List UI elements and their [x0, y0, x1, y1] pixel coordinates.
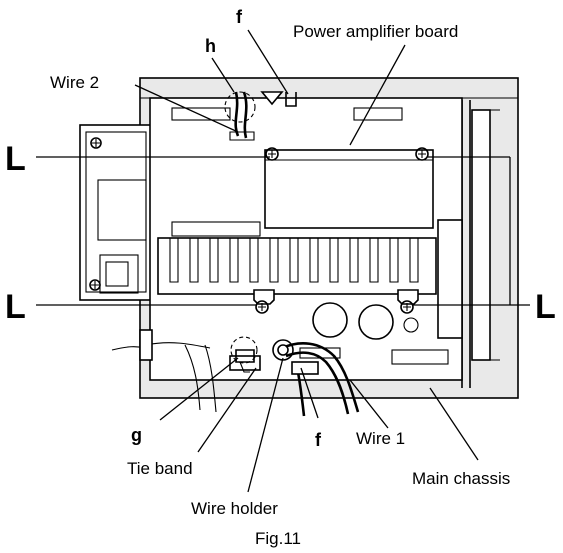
label-wire-holder: Wire holder [191, 499, 278, 518]
label-screw-L-lower-right: L [535, 288, 556, 326]
bracket-screw-icon [89, 279, 101, 291]
label-marker-h: h [205, 36, 216, 56]
figure-caption: Fig.11 [255, 529, 301, 548]
wire-holder [272, 339, 294, 361]
label-wire-1: Wire 1 [356, 429, 405, 448]
screw-L-top-left [265, 147, 279, 161]
label-marker-g: g [131, 425, 142, 445]
screw-L-top-right [415, 147, 429, 161]
label-screw-L-lower-left: L [5, 288, 26, 326]
hook-h-highlight [224, 91, 256, 123]
label-wire-2: Wire 2 [50, 73, 99, 92]
bracket-screw-icon [90, 137, 102, 149]
hook-g-highlight [230, 336, 258, 364]
heat-sink [157, 237, 437, 295]
hook-f-top [260, 91, 297, 107]
label-marker-f-top: f [236, 7, 243, 27]
label-screw-L-upper-left: L [5, 140, 26, 178]
wire-2 [229, 91, 255, 141]
screw-L-bottom-left [253, 289, 275, 314]
label-main-chassis: Main chassis [412, 469, 510, 488]
label-power-amplifier-board: Power amplifier board [293, 22, 458, 41]
leader-lines [36, 29, 530, 493]
tie-band [235, 349, 255, 373]
left-transformer-block [79, 124, 153, 301]
screw-L-bottom-right [397, 289, 419, 314]
label-tie-band: Tie band [127, 459, 193, 478]
label-marker-f-bottom: f [315, 430, 322, 450]
